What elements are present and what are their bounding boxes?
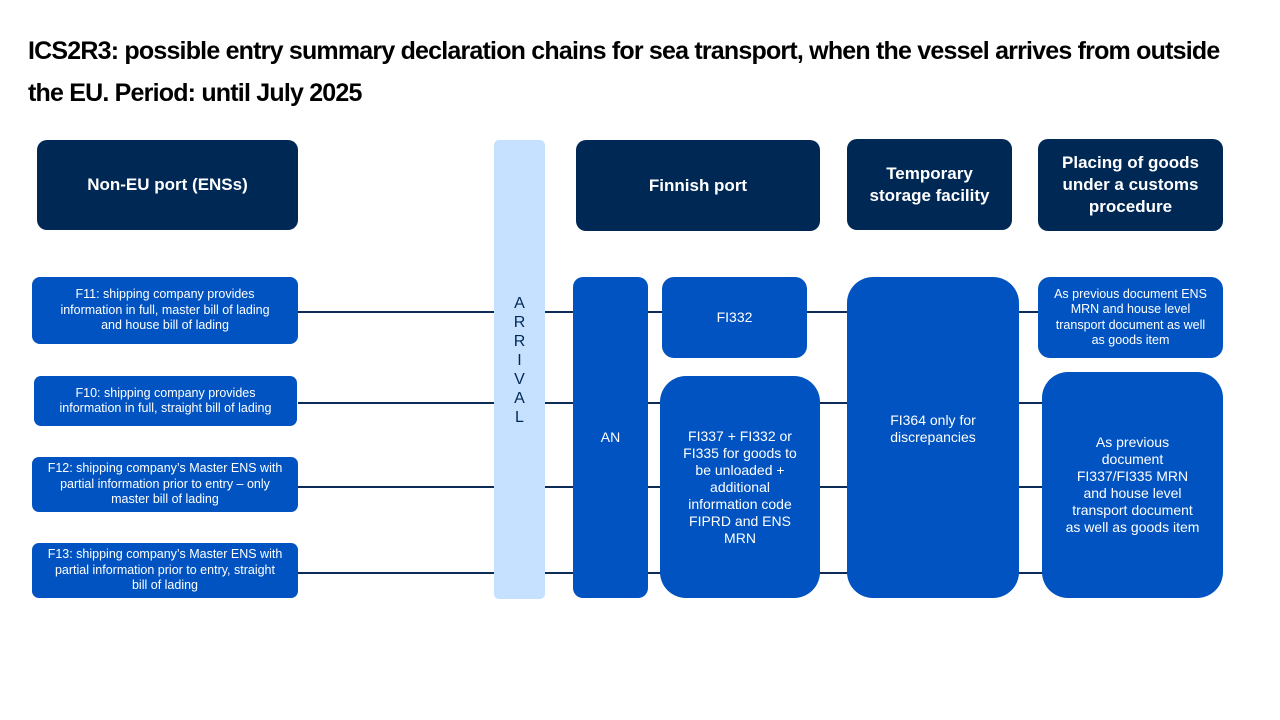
header-non-eu-port: Non-EU port (ENSs) xyxy=(37,140,298,230)
placing-bottom-box: As previous document FI337/FI335 MRN and… xyxy=(1042,372,1223,598)
fi337-box: FI337 + FI332 or FI335 for goods to be u… xyxy=(660,376,820,598)
header-temporary-storage: Temporary storage facility xyxy=(847,139,1012,230)
row-f12: F12: shipping company’s Master ENS with … xyxy=(32,457,298,512)
arrival-label: A R R I V A L xyxy=(513,295,526,426)
page-title: ICS2R3: possible entry summary declarati… xyxy=(28,37,1220,107)
fi364-box: FI364 only for discrepancies xyxy=(847,277,1019,598)
an-box: AN xyxy=(573,277,648,598)
arrival-band xyxy=(494,140,545,599)
placing-top-box: As previous document ENS MRN and house l… xyxy=(1038,277,1223,358)
header-placing-of-goods: Placing of goods under a customs procedu… xyxy=(1038,139,1223,231)
row-f13: F13: shipping company’s Master ENS with … xyxy=(32,543,298,598)
header-finnish-port: Finnish port xyxy=(576,140,820,231)
row-f10: F10: shipping company provides informati… xyxy=(34,376,297,426)
fi332-box: FI332 xyxy=(662,277,807,358)
row-f11: F11: shipping company provides informati… xyxy=(32,277,298,344)
